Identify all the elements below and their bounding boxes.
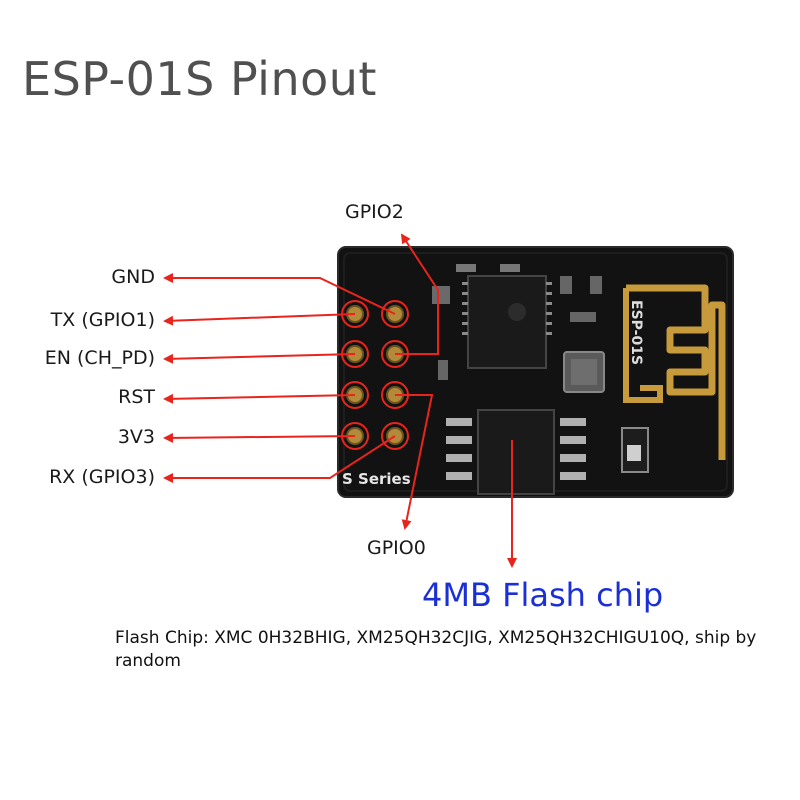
- pin-label-tx: TX (GPIO1): [50, 309, 155, 331]
- board-silkscreen: S Series: [342, 470, 411, 488]
- mcu-chip: [467, 275, 547, 369]
- pin-label-rst: RST: [118, 386, 155, 408]
- flash-chip-note: Flash Chip: XMC 0H32BHIG, XM25QH32CJIG, …: [115, 628, 757, 671]
- pin-label-3v3: 3V3: [117, 426, 155, 448]
- arrow-rst: [163, 393, 356, 404]
- flash-chip: [477, 409, 555, 495]
- pin-label-gpio0: GPIO0: [367, 537, 426, 559]
- page-title: ESP-01S Pinout: [22, 52, 377, 106]
- arrow-gnd: [163, 273, 396, 315]
- pin-label-en: EN (CH_PD): [44, 347, 155, 369]
- arrow-rx: [163, 435, 396, 483]
- flash-chip-label: 4MB Flash chip: [422, 576, 664, 614]
- pin-label-gpio2: GPIO2: [345, 201, 404, 223]
- arrow-gpio2: [395, 233, 439, 355]
- arrow-3v3: [163, 432, 356, 443]
- antenna-silkscreen: ESP-01S: [628, 300, 644, 365]
- antenna-trace: [626, 284, 726, 460]
- pin-label-gnd: GND: [111, 266, 155, 288]
- arrow-en: [163, 353, 356, 364]
- arrow-tx: [163, 313, 356, 326]
- arrow-gpio0: [395, 394, 434, 530]
- pin-label-rx: RX (GPIO3): [49, 466, 155, 488]
